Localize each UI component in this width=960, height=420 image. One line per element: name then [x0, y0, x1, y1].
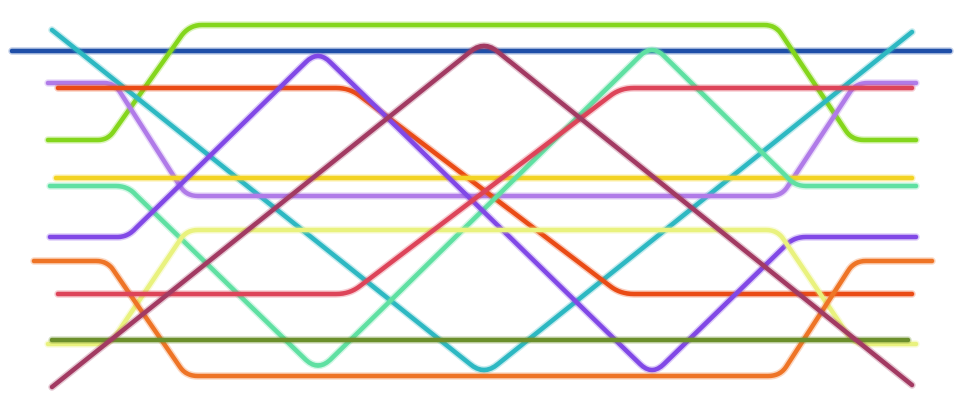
strand-teal-diagonal-glow — [48, 26, 916, 374]
strands-group — [8, 21, 954, 391]
strand-teal-diagonal — [49, 27, 915, 373]
strand-maroon-diagonal-glow — [48, 42, 916, 391]
strand-orange — [31, 258, 935, 379]
strand-crimson — [55, 85, 915, 297]
strand-violet — [47, 53, 919, 373]
strand-lime — [45, 22, 919, 143]
strand-mint — [47, 47, 919, 368]
strand-orange-glow — [30, 257, 936, 380]
strand-maroon-diagonal — [49, 43, 915, 390]
